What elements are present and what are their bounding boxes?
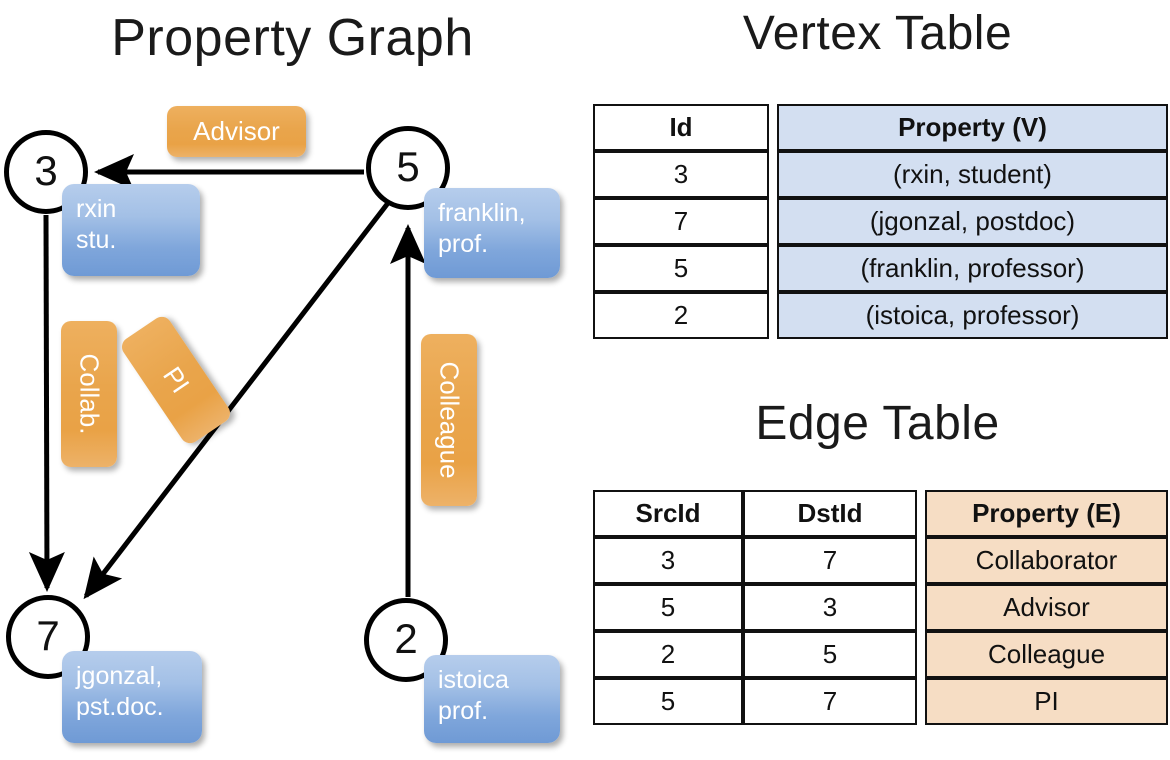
edge-table-cell-property: PI (925, 678, 1168, 725)
vertex-property-box-7-line1: jgonzal, (76, 662, 163, 690)
edge-table-header-srcid: SrcId (593, 490, 743, 537)
edge-3-to-7 (28, 214, 65, 592)
table-row[interactable]: 2 (istoica, professor) (593, 292, 1168, 339)
edge-table-cell-srcid: 5 (593, 678, 743, 725)
edge-table-cell-dstid: 7 (743, 537, 917, 584)
vertex-table-column-gap (769, 151, 777, 198)
table-row[interactable]: 5 7 PI (593, 678, 1168, 725)
edge-table-cell-dstid: 3 (743, 584, 917, 631)
edge-table-cell-property: Advisor (925, 584, 1168, 631)
vertex-property-box-2-line1: istoica (438, 666, 509, 694)
vertex-property-box-2-line2: prof. (438, 696, 489, 725)
edge-table-header-property: Property (E) (925, 490, 1168, 537)
property-graph-panel: Property Graph 3 5 7 2 rxin stu. frankli… (4, 9, 560, 743)
graph-edges-layer (28, 153, 427, 600)
edge-table-cell-property: Colleague (925, 631, 1168, 678)
graph-node-7-label: 7 (36, 612, 60, 660)
edge-table-column-gap (917, 678, 925, 725)
edge-table-cell-srcid: 3 (593, 537, 743, 584)
edge-label-collab-text: Collab. (74, 353, 105, 435)
vertex-table-column-gap (769, 292, 777, 339)
edge-table-cell-dstid: 7 (743, 678, 917, 725)
vertex-table-cell-id: 3 (593, 151, 769, 198)
edge-table: SrcId DstId Property (E) 3 7 Collaborato… (593, 490, 1168, 725)
vertex-property-box-3: rxin stu. (62, 184, 200, 276)
edge-label-pi-text: PI (157, 361, 196, 399)
vertex-property-box-7: jgonzal, pst.doc. (62, 651, 202, 743)
edge-table-column-gap (917, 490, 925, 537)
edge-label-colleague: Colleague (421, 334, 477, 506)
vertex-property-box-2: istoica prof. (424, 655, 560, 743)
vertex-table-cell-property: (jgonzal, postdoc) (777, 198, 1168, 245)
vertex-table-cell-id: 5 (593, 245, 769, 292)
edge-5-to-7 (83, 201, 390, 600)
edge-table-header-dstid: DstId (743, 490, 917, 537)
vertex-table-header-id: Id (593, 104, 769, 151)
graph-node-3-label: 3 (34, 147, 58, 195)
edge-table-column-gap (917, 631, 925, 678)
table-row[interactable]: 5 (franklin, professor) (593, 245, 1168, 292)
edge-label-collab: Collab. (61, 321, 117, 467)
page-title-property-graph: Property Graph (111, 9, 474, 67)
graph-node-2-label: 2 (394, 615, 418, 663)
vertex-property-box-3-line2: stu. (76, 225, 117, 254)
vertex-table-header-property: Property (V) (777, 104, 1168, 151)
edge-label-advisor-text: Advisor (193, 116, 280, 146)
table-row[interactable]: 7 (jgonzal, postdoc) (593, 198, 1168, 245)
table-row[interactable]: 5 3 Advisor (593, 584, 1168, 631)
page-title-vertex-table: Vertex Table (742, 7, 1013, 60)
vertex-property-box-5-line1: franklin, (438, 199, 526, 227)
vertex-table-column-gap (769, 245, 777, 292)
vertex-table-cell-property: (rxin, student) (777, 151, 1168, 198)
edge-table-cell-property: Collaborator (925, 537, 1168, 584)
vertex-property-box-3-line1: rxin (76, 195, 117, 223)
vertex-table-column-gap (769, 104, 777, 151)
edge-table-cell-srcid: 2 (593, 631, 743, 678)
edge-table-cell-srcid: 5 (593, 584, 743, 631)
graph-node-2[interactable]: 2 (364, 598, 448, 682)
edge-label-colleague-text: Colleague (434, 361, 465, 479)
vertex-property-box-7-line2: pst.doc. (76, 692, 164, 721)
edge-table-column-gap (917, 584, 925, 631)
vertex-property-box-5: franklin, prof. (424, 188, 560, 278)
table-row[interactable]: 3 7 Collaborator (593, 537, 1168, 584)
vertex-table-column-gap (769, 198, 777, 245)
edge-table-cell-dstid: 5 (743, 631, 917, 678)
vertex-table-cell-property: (istoica, professor) (777, 292, 1168, 339)
vertex-table-cell-id: 7 (593, 198, 769, 245)
table-row[interactable]: 3 (rxin, student) (593, 151, 1168, 198)
vertex-table-cell-property: (franklin, professor) (777, 245, 1168, 292)
edge-label-advisor: Advisor (167, 106, 306, 157)
vertex-table: Id Property (V) 3 (rxin, student) 7 (jgo… (593, 104, 1168, 339)
graph-node-5[interactable]: 5 (366, 126, 450, 210)
graph-node-5-label: 5 (396, 143, 420, 191)
edge-table-header-row: SrcId DstId Property (E) (593, 490, 1168, 537)
edge-table-column-gap (917, 537, 925, 584)
table-row[interactable]: 2 5 Colleague (593, 631, 1168, 678)
page-title-edge-table: Edge Table (755, 397, 1000, 450)
vertex-table-header-row: Id Property (V) (593, 104, 1168, 151)
vertex-property-box-5-line2: prof. (438, 229, 489, 258)
vertex-table-cell-id: 2 (593, 292, 769, 339)
